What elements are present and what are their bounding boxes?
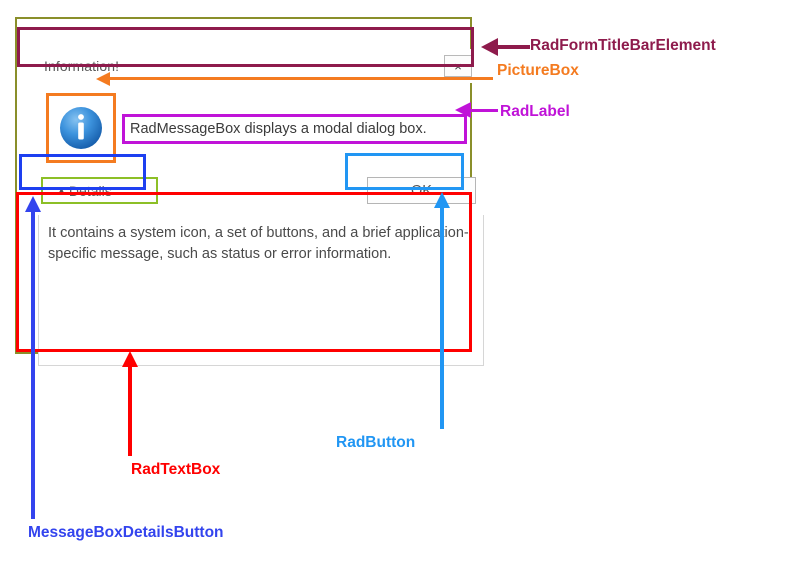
annotation-arrowhead-titlebar	[481, 38, 498, 56]
message-label-text: RadMessageBox displays a modal dialog bo…	[130, 121, 427, 137]
annotation-label-radbutton: RadButton	[336, 434, 416, 451]
annotation-label-radtextbox: RadTextBox	[131, 461, 221, 478]
annotation-label-radlabel: RadLabel	[500, 103, 570, 120]
annotation-arrowhead-radtextbox	[122, 351, 138, 367]
details-textbox[interactable]: It contains a system icon, a set of butt…	[38, 215, 484, 366]
ok-button[interactable]: OK	[367, 177, 476, 204]
annotation-arrow-titlebar	[497, 45, 530, 49]
annotation-arrow-radbutton	[440, 207, 444, 429]
annotation-arrow-picturebox	[108, 77, 493, 80]
details-textbox-text: It contains a system icon, a set of butt…	[48, 225, 469, 262]
annotation-arrow-details-button	[31, 211, 35, 519]
annotation-arrow-radtextbox	[128, 366, 132, 456]
annotation-arrowhead-radlabel	[455, 102, 471, 118]
annotation-label-picturebox: PictureBox	[497, 62, 579, 79]
annotation-arrowhead-picturebox	[96, 72, 110, 86]
annotation-label-details-button: MessageBoxDetailsButton	[28, 524, 224, 541]
caret-up-icon: ▲	[57, 185, 66, 195]
annotation-outline-ok-button	[345, 153, 464, 190]
info-icon	[57, 104, 105, 152]
annotation-label-titlebar: RadFormTitleBarElement	[530, 37, 716, 54]
message-label: RadMessageBox displays a modal dialog bo…	[122, 114, 467, 144]
picture-box	[46, 93, 116, 163]
annotation-arrow-radlabel	[470, 109, 498, 112]
annotation-outline-textbox	[16, 192, 472, 352]
annotation-arrowhead-details-button	[25, 196, 41, 212]
annotation-arrowhead-radbutton	[434, 192, 450, 208]
close-icon[interactable]: ×	[444, 55, 472, 77]
annotation-outline-details-button	[19, 154, 146, 190]
